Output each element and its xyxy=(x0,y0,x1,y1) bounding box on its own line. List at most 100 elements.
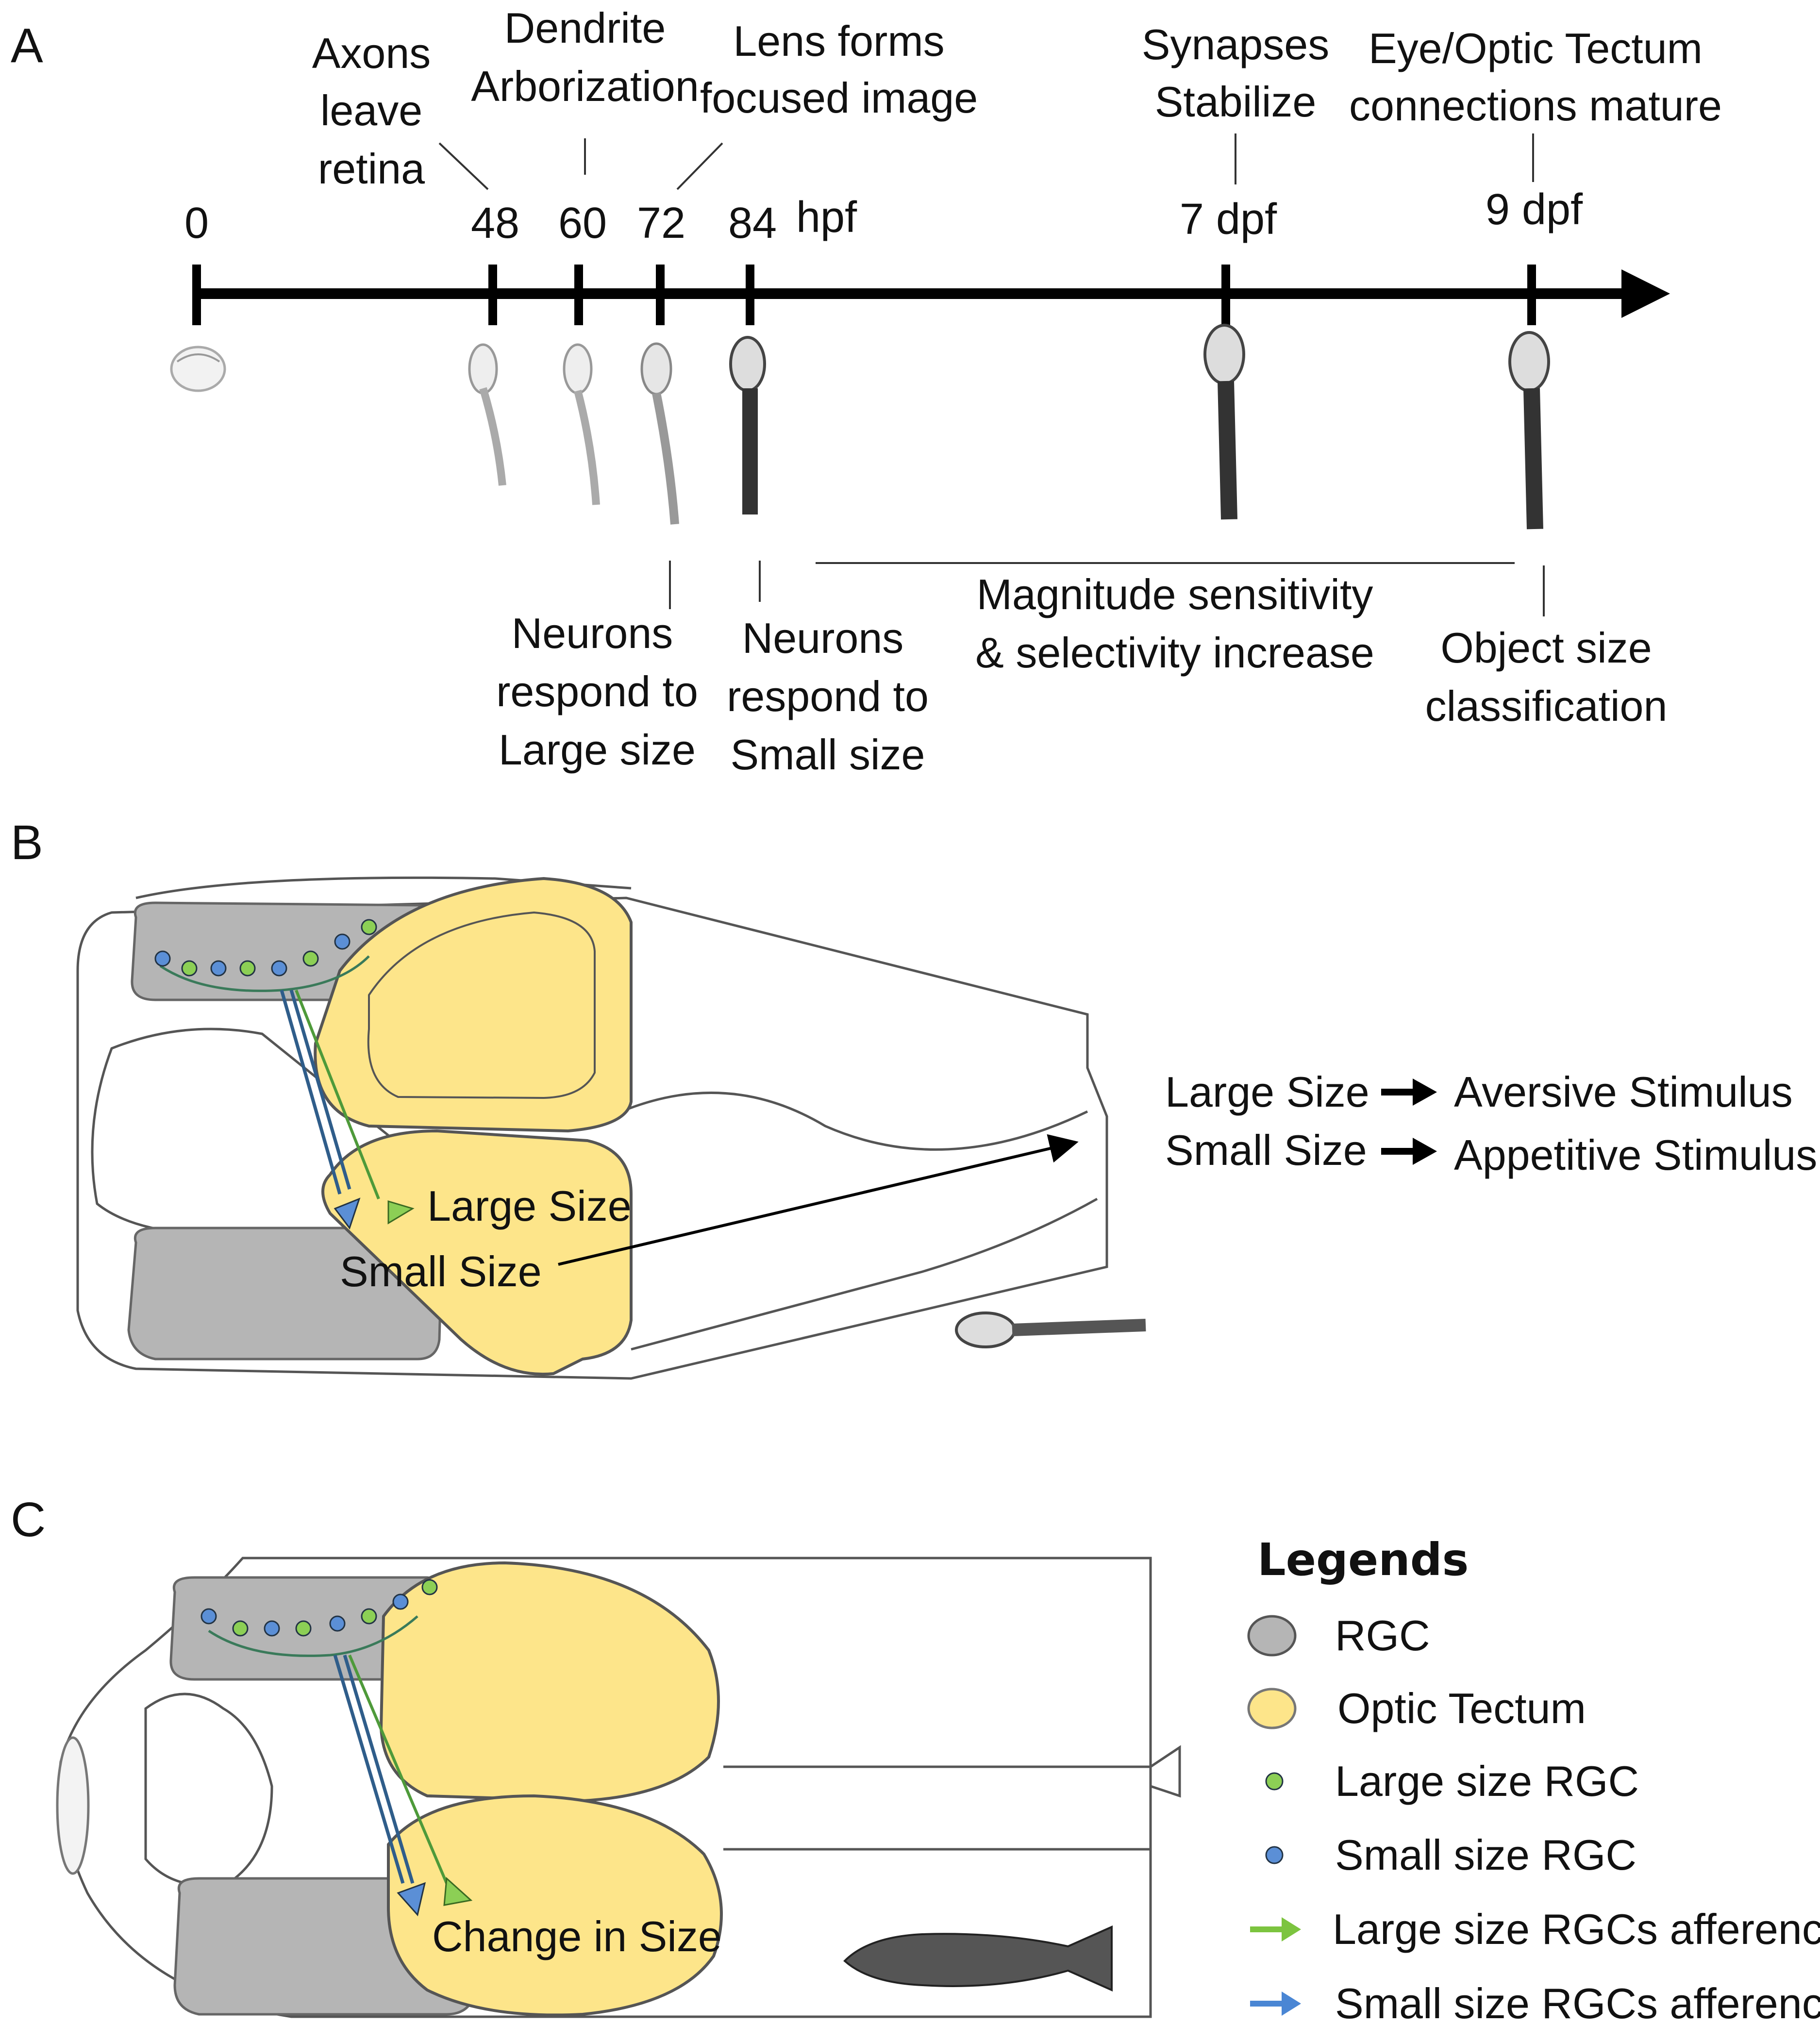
tick-label-72: 72 xyxy=(637,199,685,248)
adult-fish-sketch-c xyxy=(843,1925,1113,1992)
legend-swatch-large-size-rgc xyxy=(1265,1772,1284,1791)
annotation-neurons-small-size: Neurons respond to Small size xyxy=(727,614,929,779)
small-size-rgc-dot xyxy=(154,950,171,967)
svg-text:Object size: Object size xyxy=(1440,624,1652,672)
larva-48hpf-sketch xyxy=(468,343,506,486)
tick-label-84: 84 xyxy=(728,199,777,248)
tick-label-60: 60 xyxy=(558,199,607,248)
optic-tectum-lower-b xyxy=(321,1129,633,1376)
tick-unit-hpf: hpf xyxy=(796,193,857,242)
larva-84hpf-sketch xyxy=(729,336,766,514)
rgc-cells-c xyxy=(200,1579,448,1884)
small-size-rgc-dot xyxy=(264,1620,280,1637)
svg-text:Stabilize: Stabilize xyxy=(1155,78,1317,126)
tectum-label-large-size: Large Size xyxy=(427,1182,632,1230)
optic-tectum-upper-c xyxy=(379,1561,720,1803)
legend-label-small-afference: Small size RGCs afference xyxy=(1335,1979,1820,2027)
legend-label-large-size-rgc: Large size RGC xyxy=(1335,1757,1639,1805)
tick-label-7dpf: 7 dpf xyxy=(1180,195,1277,244)
legend-swatch-small-size-rgc xyxy=(1265,1846,1284,1864)
annotation-synapses-stabilize: Synapses Stabilize xyxy=(1142,20,1329,184)
svg-text:Eye/Optic Tectum: Eye/Optic Tectum xyxy=(1369,24,1703,72)
svg-text:focused image: focused image xyxy=(700,74,978,122)
optic-tectum-upper-b xyxy=(314,877,633,1133)
larva-72hpf-sketch xyxy=(640,342,679,525)
legend-swatch-small-afference-arrow xyxy=(1250,1991,1301,2016)
annotation-magnitude-sensitivity: Magnitude sensitivity & selectivity incr… xyxy=(975,570,1374,677)
motor-output-arrow xyxy=(558,1134,1079,1266)
svg-text:Large Size: Large Size xyxy=(1165,1068,1369,1116)
svg-text:connections mature: connections mature xyxy=(1349,82,1722,130)
large-size-rgc-dot xyxy=(239,960,256,977)
larva-9dpf-sketch xyxy=(1508,331,1550,530)
timeline-arrowhead xyxy=(1621,269,1670,318)
legend-label-rgc: RGC xyxy=(1335,1611,1430,1659)
tectum-label-small-size: Small Size xyxy=(340,1247,542,1295)
svg-text:respond to: respond to xyxy=(496,667,698,715)
small-size-rgc-dot xyxy=(200,1608,217,1625)
eye-lens-sketch xyxy=(56,1736,90,1875)
size-outcome-row-large: Large Size Aversive Stimulus xyxy=(1165,1068,1793,1116)
large-size-rgc-dot xyxy=(295,1620,312,1637)
svg-text:retina: retina xyxy=(318,145,425,193)
large-size-afference-arrowhead-b xyxy=(387,1200,415,1225)
tick-label-0: 0 xyxy=(184,199,209,248)
svg-text:Aversive Stimulus: Aversive Stimulus xyxy=(1454,1068,1793,1116)
legend-swatch-rgc xyxy=(1247,1615,1297,1657)
svg-text:Large size: Large size xyxy=(499,726,696,774)
panel-label-c: C xyxy=(11,1493,46,1547)
svg-text:Small size: Small size xyxy=(731,730,925,779)
larva-7dpf-sketch xyxy=(1203,324,1245,520)
legend-swatch-large-afference-arrow xyxy=(1250,1917,1301,1941)
annotation-axons-leave-retina: Axons leave retina xyxy=(312,29,489,193)
small-size-rgc-dot xyxy=(271,960,287,977)
svg-text:Dendrite: Dendrite xyxy=(504,4,666,52)
legend-label-large-afference: Large size RGCs afference xyxy=(1333,1905,1820,1953)
legend-label-small-size-rgc: Small size RGC xyxy=(1335,1831,1636,1879)
small-size-rgc-dot xyxy=(329,1615,346,1632)
panel-label-a: A xyxy=(11,18,43,73)
size-outcome-row-small: Small Size Appetitive Stimulus xyxy=(1165,1126,1817,1179)
svg-text:respond to: respond to xyxy=(727,672,929,720)
svg-text:leave: leave xyxy=(320,86,422,134)
large-size-rgc-dot xyxy=(302,950,319,967)
svg-text:Neurons: Neurons xyxy=(742,614,904,662)
svg-text:Synapses: Synapses xyxy=(1142,20,1329,68)
rgc-cells-b xyxy=(154,919,380,1200)
large-size-afference-arrowhead-c xyxy=(443,1876,473,1906)
small-size-afference-arrowhead-c xyxy=(397,1882,426,1917)
annotation-object-size-classification: Object size classification xyxy=(1425,624,1668,730)
svg-text:Small Size: Small Size xyxy=(1165,1126,1367,1174)
timeline-axis xyxy=(192,265,1670,325)
svg-text:Arborization: Arborization xyxy=(471,62,699,110)
small-size-rgc-dot xyxy=(334,933,351,950)
svg-text:& selectivity increase: & selectivity increase xyxy=(975,629,1374,677)
large-size-rgc-dot xyxy=(181,960,198,977)
large-size-rgc-dot xyxy=(421,1579,438,1595)
legend-swatch-optic-tectum xyxy=(1247,1688,1297,1729)
tick-label-9dpf: 9 dpf xyxy=(1486,185,1583,234)
panel-label-b: B xyxy=(11,815,43,870)
larva-60hpf-sketch xyxy=(563,343,600,505)
larva-swimming-sketch-b xyxy=(955,1311,1146,1348)
svg-text:Magnitude sensitivity: Magnitude sensitivity xyxy=(977,570,1373,618)
small-size-rgc-dot xyxy=(210,960,227,977)
legend-label-optic-tectum: Optic Tectum xyxy=(1337,1684,1586,1732)
embryo-egg-sketch xyxy=(170,346,226,392)
annotation-connections-mature: Eye/Optic Tectum connections mature xyxy=(1349,24,1722,182)
svg-text:Neurons: Neurons xyxy=(512,609,673,657)
svg-text:classification: classification xyxy=(1425,682,1668,730)
large-size-rgc-dot xyxy=(361,1608,377,1625)
legend: Legends RGC Optic Tectum Large size RGC … xyxy=(1247,1534,1820,2027)
large-size-rgc-dot xyxy=(232,1620,249,1637)
svg-text:Axons: Axons xyxy=(312,29,431,77)
small-size-rgc-dot xyxy=(392,1593,409,1610)
annotation-neurons-large-size: Neurons respond to Large size xyxy=(496,609,698,774)
optic-tectum-lower-c xyxy=(387,1794,723,2017)
tick-label-48: 48 xyxy=(471,199,519,248)
svg-text:Appetitive Stimulus: Appetitive Stimulus xyxy=(1454,1131,1817,1179)
svg-text:Lens forms: Lens forms xyxy=(733,17,944,65)
annotation-dendrite-arborization: Dendrite Arborization xyxy=(471,4,699,175)
legend-title: Legends xyxy=(1257,1534,1469,1586)
tectum-label-change-in-size: Change in Size xyxy=(432,1912,722,1960)
